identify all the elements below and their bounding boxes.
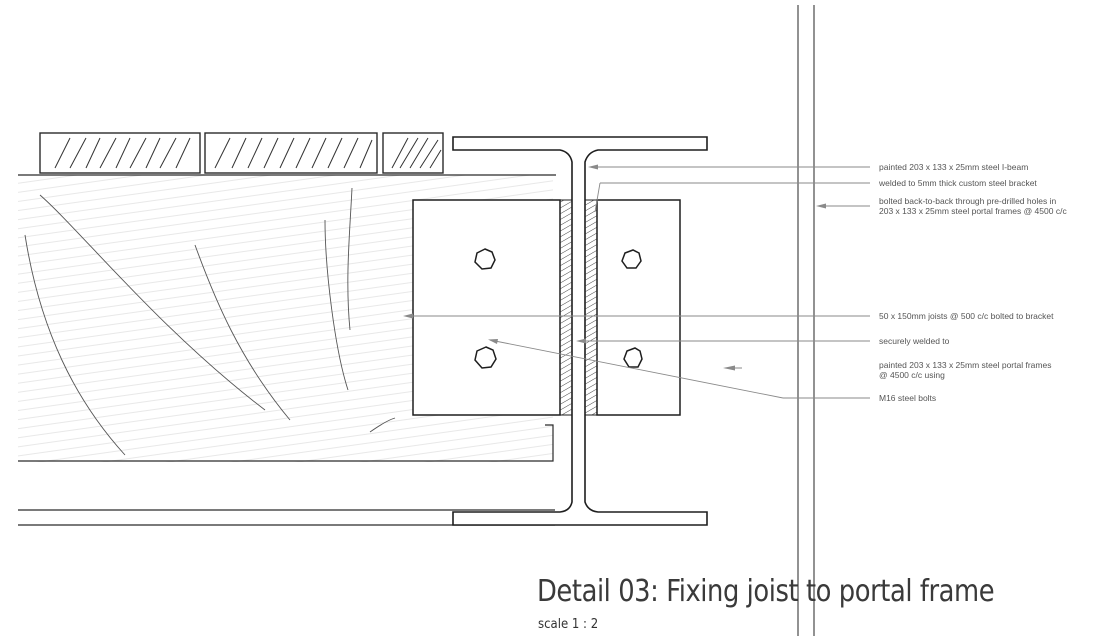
callout-bolts: M16 steel bolts (879, 393, 937, 403)
bolts (474, 248, 643, 369)
callout-securely-welded: securely welded to (879, 336, 950, 346)
bolt-top-right (621, 249, 642, 269)
portal-frame-lines (797, 5, 815, 636)
callout-ibeam: painted 203 x 133 x 25mm steel I-beam (879, 162, 1029, 172)
decking-hatch-marks (54, 137, 442, 169)
decking-boards (39, 132, 444, 174)
callout-bolted-line1: bolted back-to-back through pre-drilled … (879, 196, 1057, 206)
callout-welded-bracket: welded to 5mm thick custom steel bracket (879, 178, 1037, 188)
bolt-bottom-left (474, 346, 497, 369)
bolt-top-left (474, 248, 496, 270)
callout-portal-line2: @ 4500 c/c using (879, 370, 945, 380)
callout-bolted-line2: 203 x 133 x 25mm steel portal frames @ 4… (879, 206, 1067, 216)
bolt-bottom-right (623, 347, 643, 368)
steel-i-beam (452, 136, 708, 526)
leader-lines (403, 164, 870, 399)
steel-bracket-right (584, 199, 681, 416)
callout-joists: 50 x 150mm joists @ 500 c/c bolted to br… (879, 311, 1054, 321)
detail-title: Detail 03: Fixing joist to portal frame (537, 574, 995, 609)
callout-portal-line1: painted 203 x 133 x 25mm steel portal fr… (879, 360, 1052, 370)
scale-label: scale 1 : 2 (538, 617, 599, 632)
steel-bracket-left (412, 199, 573, 416)
